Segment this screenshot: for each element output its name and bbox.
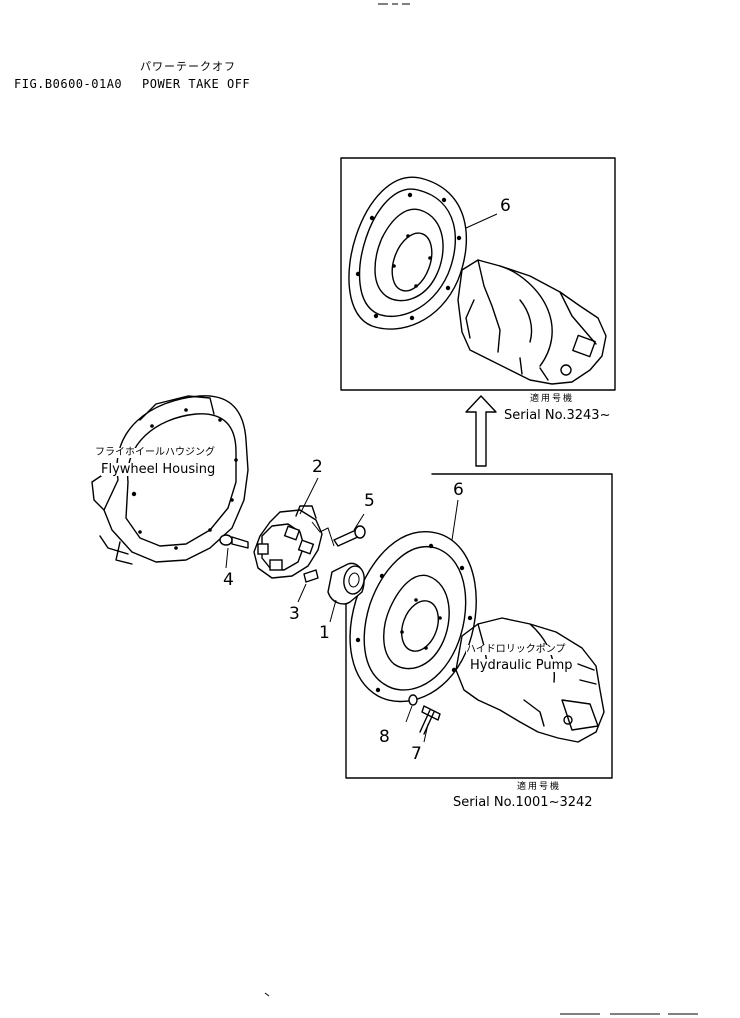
upper-serial-heading: 適用号機 xyxy=(530,394,575,404)
callout-2: 2 xyxy=(312,457,323,477)
callout-4: 4 xyxy=(223,570,234,590)
title-english: POWER TAKE OFF xyxy=(142,77,251,91)
bolt-part-5 xyxy=(333,513,366,547)
lower-serial-range: Serial No.1001~3242 xyxy=(453,795,593,810)
bolt-7-washer-8 xyxy=(405,694,441,743)
flywheel-housing-label-en: Flywheel Housing xyxy=(101,462,216,477)
lower-flange-plate xyxy=(349,531,477,703)
coupling-part-2 xyxy=(253,477,335,579)
upper-flange-plate xyxy=(348,176,468,330)
bolt-part-4 xyxy=(219,534,249,569)
lower-serial-heading: 適用号機 xyxy=(517,782,562,792)
callout-6-upper: 6 xyxy=(500,196,511,216)
lower-inset-frame xyxy=(345,473,613,779)
flywheel-housing xyxy=(91,395,249,565)
flywheel-housing-label-jp: フライホイールハウジング xyxy=(95,447,215,458)
upper-inset-frame xyxy=(340,157,616,391)
upper-pump xyxy=(457,259,607,385)
callout-3: 3 xyxy=(289,604,300,624)
callout-6-lower: 6 xyxy=(453,480,464,500)
callout-8: 8 xyxy=(379,727,390,747)
hydraulic-pump-label-en: Hydraulic Pump xyxy=(470,658,573,673)
figure-number: FIG.B0600-01A0 xyxy=(14,77,123,91)
callout-1: 1 xyxy=(319,623,330,643)
upper-serial-range: Serial No.3243~ xyxy=(504,408,611,423)
callout-7: 7 xyxy=(411,744,422,764)
hub-part-1 xyxy=(327,562,365,623)
transition-arrow xyxy=(465,395,497,467)
pin-part-3 xyxy=(297,569,319,603)
lower-pump xyxy=(455,617,605,743)
hydraulic-pump-label-jp: ハイドロリックポンプ xyxy=(466,644,566,655)
scan-marks xyxy=(264,3,698,1015)
title-japanese: パワーテークオフ xyxy=(140,60,236,73)
callout-5: 5 xyxy=(364,491,375,511)
